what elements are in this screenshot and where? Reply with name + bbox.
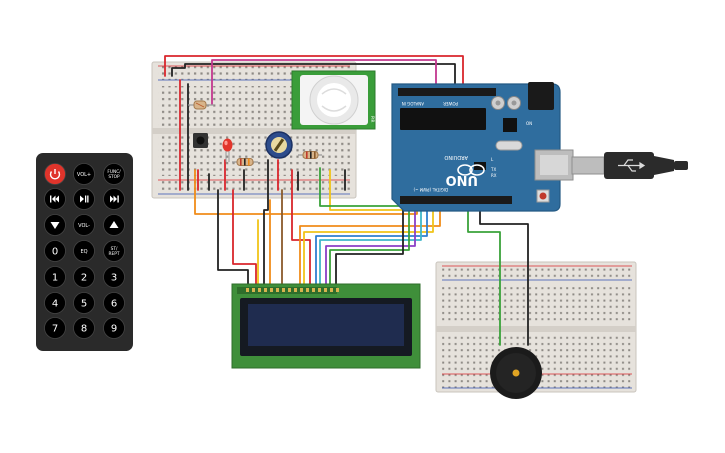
wire-black-gnd [171,63,456,93]
remote-button-vol-up[interactable]: VOL+ [73,163,95,185]
wire-orange-d [299,199,441,288]
arrow-down-icon [50,222,60,229]
remote-button-label: 5 [81,299,87,310]
wire-black-d [335,199,404,288]
power-label: POWER [443,101,458,106]
remote-button-1[interactable]: 1 [44,266,66,288]
wire-cyan-d [319,199,422,288]
header-power-analog[interactable] [398,88,496,96]
remote-button-play-pause[interactable] [73,188,95,210]
remote-button-label: 8 [81,324,87,335]
remote-button-6[interactable]: 6 [103,292,125,314]
remote-button-st-rept[interactable]: ST/REPT [103,240,125,262]
remote-button-4[interactable]: 4 [44,292,66,314]
usb-icon [618,159,646,172]
breadboard-bottom[interactable] [435,261,637,393]
remote-button-label: 6 [111,299,117,310]
remote-button-label: 7 [52,324,58,335]
board-name: UNO [446,172,479,187]
digital-label: DIGITAL (PWM ~) [413,187,448,192]
remote-button-label: 4 [52,299,58,310]
remote-button-func-stop[interactable]: FUNC/STOP [103,163,125,185]
skip-back-icon [50,195,59,203]
remote-button-label: FUNC/STOP [107,169,121,180]
resistor-1[interactable] [232,158,258,166]
remote-button-label: 2 [81,273,87,284]
remote-button-3[interactable]: 3 [103,266,125,288]
dc-jack[interactable] [528,82,554,110]
wires[interactable] [164,55,529,346]
pushbutton[interactable] [193,133,208,148]
wire-magenta-sensor [211,59,437,105]
wire-red-lcd [232,189,257,288]
arduino-logo [457,164,485,176]
l-label: L [491,157,494,162]
remote-button-7[interactable]: 7 [44,317,66,339]
remote-button-next[interactable] [103,188,125,210]
remote-button-down[interactable] [44,214,66,236]
piezo-buzzer[interactable] [490,347,542,399]
remote-button-label: 9 [111,324,117,335]
tx-label: TX [490,167,496,172]
remote-button-vol-down[interactable]: VOL- [73,214,95,236]
wire-red-5v [164,55,464,93]
remote-button-8[interactable]: 8 [73,317,95,339]
arrow-up-icon [109,221,119,228]
lcd-header-pins [246,288,339,292]
wire-yellow-d [303,199,434,288]
remote-button-label: 1 [52,273,58,284]
wire-green-buzzer [467,199,501,346]
ldr-sensor[interactable] [188,100,214,110]
remote-button-0[interactable]: 0 [44,240,66,262]
rx-label: RX [491,173,497,178]
remote-button-label: ST/REPT [109,246,120,257]
wire-black-buzzer [479,199,529,346]
usb-cable[interactable] [571,152,688,179]
power-icon [49,169,61,180]
remote-button-2[interactable]: 2 [73,266,95,288]
wire-green-d [329,199,410,288]
pir-label: PIR [370,116,375,123]
header-digital[interactable] [400,196,512,204]
lcd-16x2[interactable] [231,283,421,369]
analog-label: ANALOG IN [402,101,424,106]
led-red[interactable] [222,138,233,163]
remote-button-power[interactable] [44,163,66,185]
wire-red-lcd-2 [291,169,311,288]
pir-sensor[interactable]: PIR [291,70,376,130]
ir-remote[interactable]: VOL+ FUNC/STOP VOL- 0 EQ ST/REPT 1 2 3 4 5 6 7 8 9 [36,153,133,351]
remote-button-label: 3 [111,273,117,284]
remote-button-label: VOL+ [77,172,91,178]
remote-button-9[interactable]: 9 [103,317,125,339]
remote-button-label: EQ [80,249,87,255]
skip-forward-icon [110,195,119,203]
resistor-2[interactable] [298,151,322,159]
wire-black-lcd-2 [263,159,269,288]
potentiometer[interactable] [265,131,293,159]
remote-button-up[interactable] [103,214,125,236]
play-pause-icon [80,195,89,203]
remote-button-label: VOL- [78,223,90,229]
remote-button-eq[interactable]: EQ [73,240,95,262]
maker-name: ARDUINO [444,154,468,160]
remote-button-prev[interactable] [44,188,66,210]
on-label: ON [526,121,532,126]
wire-blue-d [315,199,428,288]
lcd-screen [248,304,404,346]
arduino-uno[interactable]: UNO ARDUINO DIGITAL (PWM ~) ANALOG IN PO… [391,82,574,212]
wire-black-lcd-1 [217,189,249,288]
remote-button-5[interactable]: 5 [73,292,95,314]
remote-button-label: 0 [52,247,58,258]
wire-purple-d [325,199,416,288]
microcontroller-chip [400,108,486,130]
